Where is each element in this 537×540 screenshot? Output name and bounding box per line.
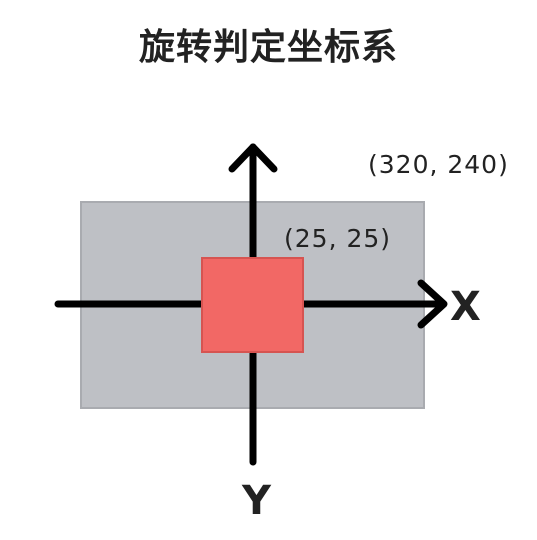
outer-rectangle-size-label: (320, 240) xyxy=(368,150,509,179)
x-axis-label: X xyxy=(450,284,481,330)
diagram-title: 旋转判定坐标系 xyxy=(138,27,398,68)
y-axis-label: Y xyxy=(242,478,271,524)
inner-square xyxy=(201,257,304,353)
y-axis-arrowhead xyxy=(228,143,278,173)
x-axis-arrowhead xyxy=(417,279,448,329)
inner-square-size-label: (25, 25) xyxy=(284,224,392,253)
